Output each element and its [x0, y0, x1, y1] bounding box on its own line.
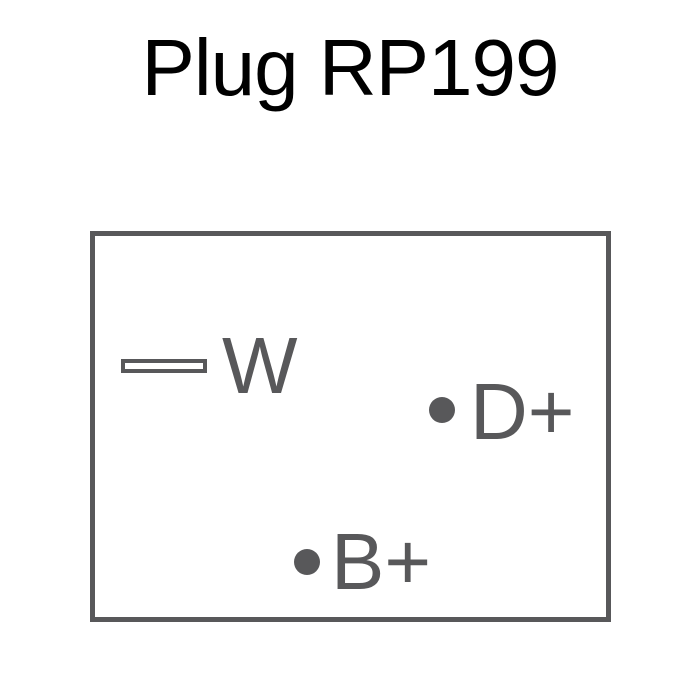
pin-label-b-plus: B+	[331, 517, 432, 606]
w-flat-terminal-icon	[121, 359, 207, 373]
b-plus-terminal-dot-icon	[294, 549, 320, 575]
d-plus-terminal-dot-icon	[429, 397, 455, 423]
page-title: Plug RP199	[141, 23, 560, 112]
pin-label-d-plus: D+	[470, 367, 575, 456]
pin-label-w: W	[222, 321, 298, 410]
plug-outline	[90, 231, 611, 622]
